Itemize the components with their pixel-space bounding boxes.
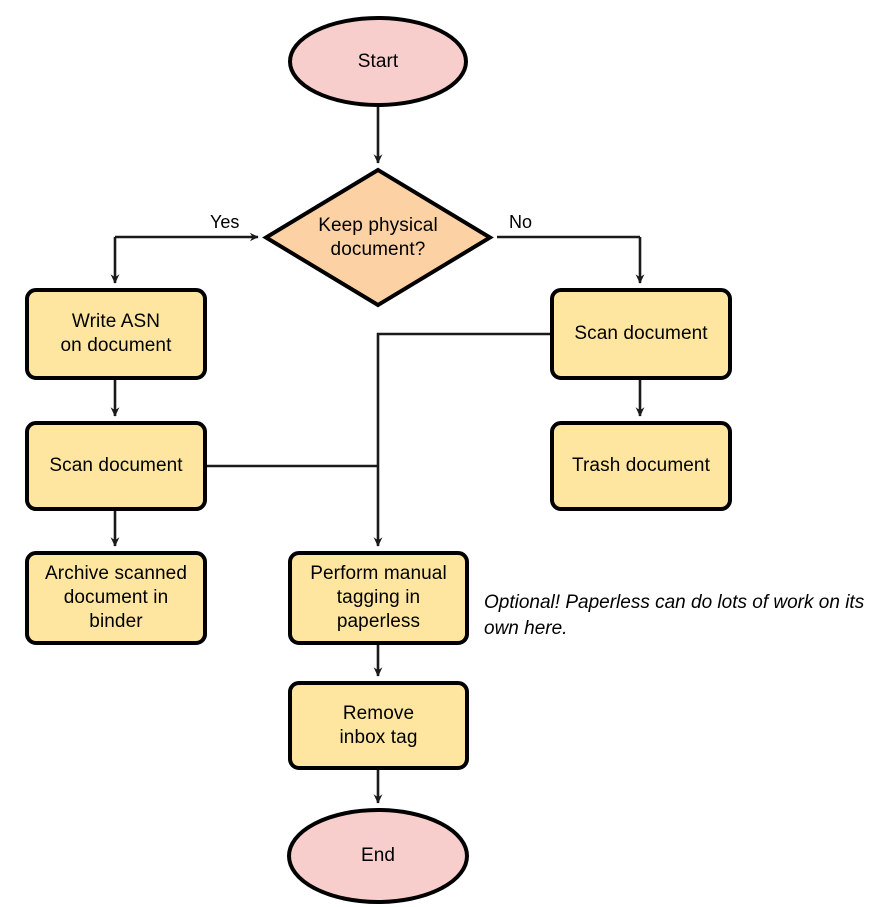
edge-label-yes: Yes <box>210 212 240 232</box>
node-archive-scanned-document[interactable] <box>25 551 207 645</box>
node-scan-document-left[interactable] <box>25 421 207 511</box>
node-trash-document[interactable] <box>550 421 732 511</box>
node-remove-inbox-tag[interactable] <box>288 681 469 770</box>
edge-scan-right-to-tagging <box>373 332 552 547</box>
node-write-asn[interactable] <box>25 288 207 380</box>
node-end[interactable] <box>287 808 469 904</box>
edge-label-no: No <box>509 212 533 232</box>
optional-note: Optional! Paperless can do lots of work … <box>484 592 865 639</box>
node-start[interactable] <box>288 16 468 107</box>
node-scan-document-right[interactable] <box>550 288 732 380</box>
node-perform-manual-tagging[interactable] <box>288 551 469 645</box>
node-decision-keep-physical-document[interactable] <box>262 167 494 308</box>
